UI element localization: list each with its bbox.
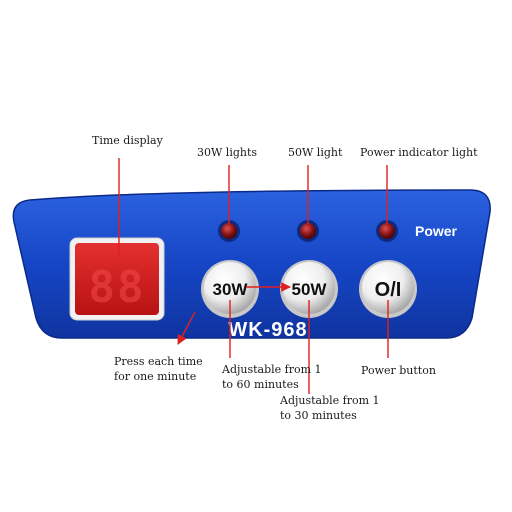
pointer-press-minute <box>177 311 196 345</box>
label-power-indicator: Power indicator light <box>360 146 478 159</box>
label-press-each-time: Press each time for one minute <box>114 354 203 384</box>
label-adjustable-30: Adjustable from 1 to 30 minutes <box>280 393 380 423</box>
label-time-display: Time display <box>92 134 163 147</box>
button-50w[interactable]: 50W <box>280 260 338 318</box>
label-adj60-line1: Adjustable from 1 <box>222 363 322 376</box>
model-number: WK-968 <box>228 319 307 341</box>
label-adj30-line1: Adjustable from 1 <box>280 394 380 407</box>
label-adj60-line2: to 60 minutes <box>222 378 299 391</box>
label-50w-light: 50W light <box>288 146 343 159</box>
button-30w-label: 30W <box>213 280 249 299</box>
label-press-line2: for one minute <box>114 370 197 383</box>
pointer-lines <box>118 158 389 394</box>
time-display-screen <box>75 243 159 315</box>
led-50w <box>297 220 319 242</box>
label-adjustable-60: Adjustable from 1 to 60 minutes <box>222 362 322 392</box>
button-30w[interactable]: 30W <box>201 260 259 318</box>
label-adj30-line2: to 30 minutes <box>280 409 357 422</box>
power-button-label: O/I <box>375 279 402 301</box>
led-30w <box>218 220 240 242</box>
led-power <box>376 220 398 242</box>
label-power-button: Power button <box>361 364 436 377</box>
label-press-line1: Press each time <box>114 355 203 368</box>
power-button[interactable]: O/I <box>359 260 417 318</box>
label-30w-lights: 30W lights <box>197 146 258 159</box>
time-display-digits: 88 <box>89 262 146 313</box>
power-word: Power <box>415 223 458 239</box>
button-50w-label: 50W <box>292 280 328 299</box>
